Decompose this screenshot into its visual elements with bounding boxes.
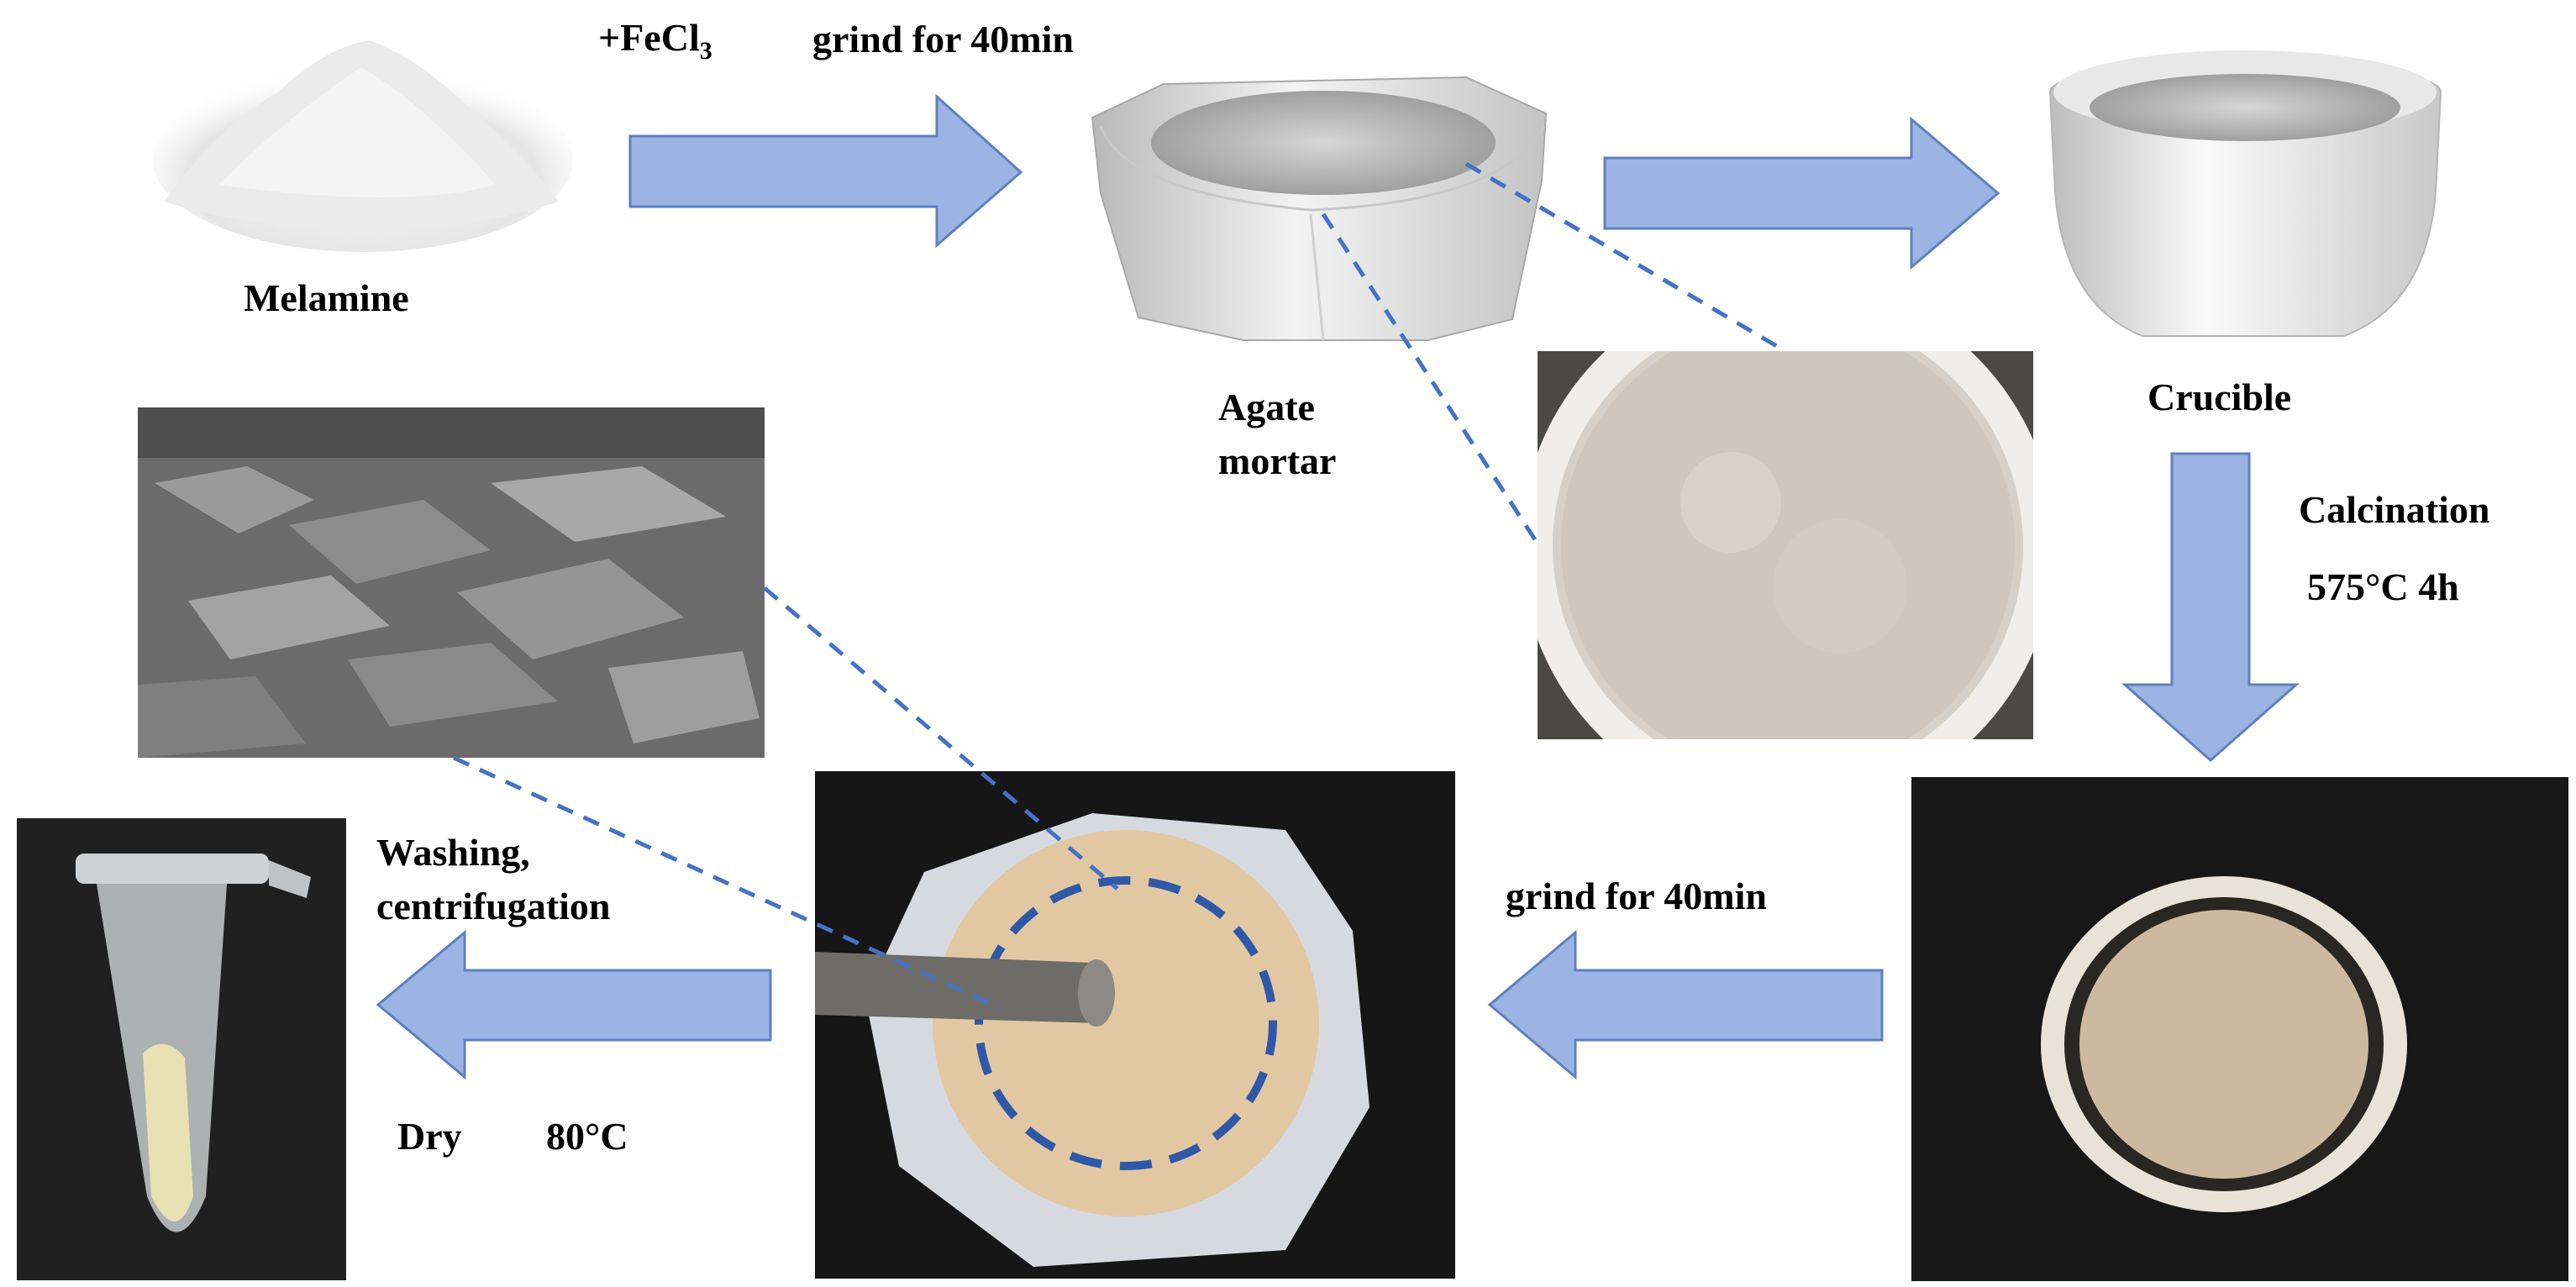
washing-label-line2: centrifugation xyxy=(376,885,611,927)
grind2-label: grind for 40min xyxy=(1506,875,1767,917)
agate-mortar-label-line2: mortar xyxy=(1218,439,1337,482)
calcined-product-photo xyxy=(1911,777,2568,1281)
crucible-image xyxy=(2048,50,2442,337)
tube-photo xyxy=(17,818,346,1280)
calcination-condition-label: 575°C 4h xyxy=(2307,565,2459,608)
arrow-wash-left xyxy=(376,929,772,1080)
arrow-grind-left xyxy=(1487,929,1884,1080)
arrow-melamine-to-mortar xyxy=(628,93,1023,249)
grinding-photo xyxy=(815,771,1455,1279)
crucible-label: Crucible xyxy=(2148,376,2292,418)
connector-mortar-to-powder-b xyxy=(1321,213,1542,548)
agate-mortar-image xyxy=(1091,76,1548,341)
step1-action-label: grind for 40min xyxy=(812,18,1074,60)
dry-label: Dry xyxy=(397,1115,462,1158)
mixed-powder-photo xyxy=(1538,351,2033,739)
calcination-label: Calcination xyxy=(2299,488,2490,531)
step1-reagent-label: +FeCl3 xyxy=(598,15,712,66)
arrow-mortar-to-crucible xyxy=(1603,116,2000,271)
connector-sem-to-grind-b xyxy=(452,755,1001,1011)
reagent-text: +FeCl xyxy=(598,16,700,59)
connector-sem-to-grind-a xyxy=(763,586,1119,890)
washing-label-line1: Washing, xyxy=(376,831,530,874)
arrow-calcination-down xyxy=(2121,452,2300,763)
dry-temp-label: 80°C xyxy=(546,1115,628,1158)
connector-mortar-to-powder-a xyxy=(1464,161,1787,354)
sem-image xyxy=(138,407,765,758)
melamine-label: Melamine xyxy=(244,276,409,319)
reagent-subscript: 3 xyxy=(699,37,712,66)
melamine-image xyxy=(153,40,573,252)
agate-mortar-label-line1: Agate xyxy=(1218,386,1315,428)
